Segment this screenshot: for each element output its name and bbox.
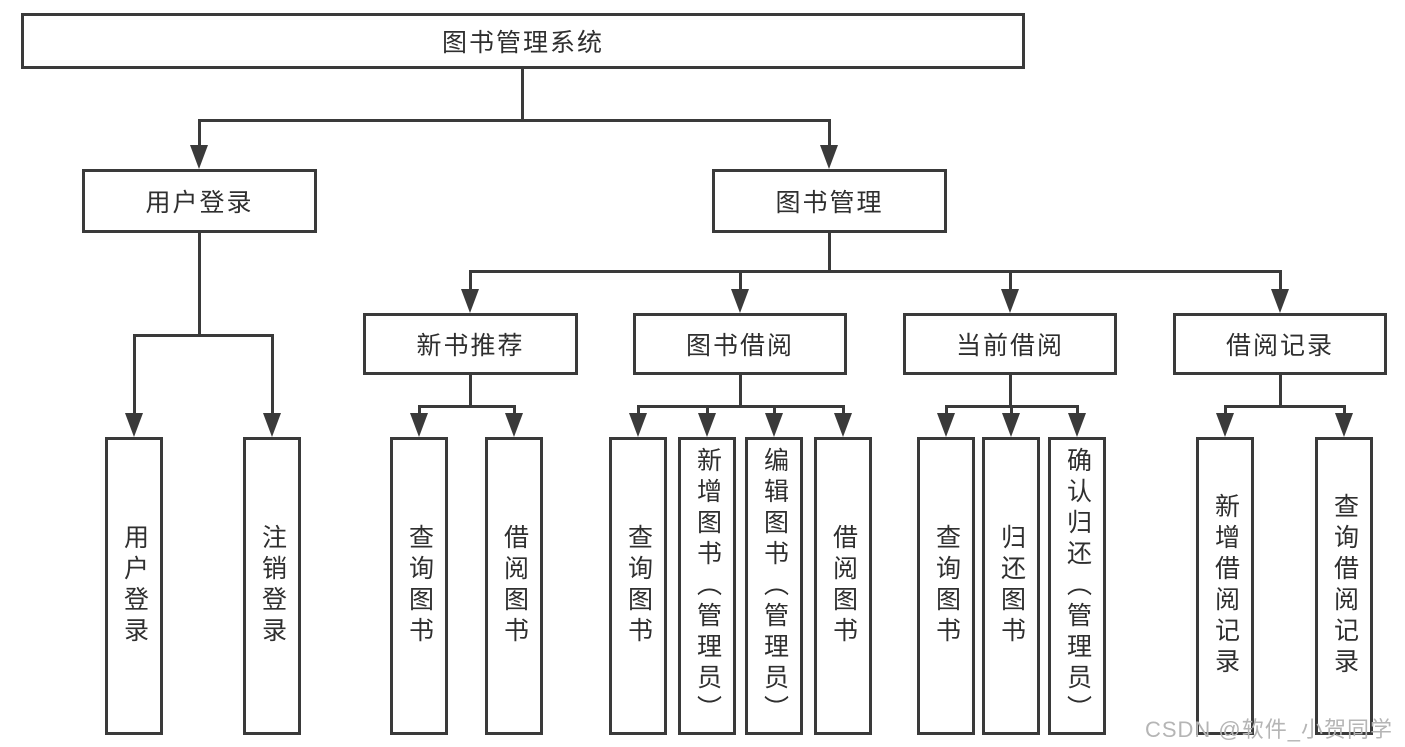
connector-stem [469, 270, 472, 291]
node-leaf-add-borrow-record: 新增借阅记录 [1196, 437, 1254, 735]
node-user-login: 用户登录 [82, 169, 317, 233]
arrowhead-down-icon [937, 413, 955, 437]
csdn-watermark: CSDN @软件_小贺同学 [1144, 717, 1393, 742]
connector-recommend-bar [418, 405, 516, 408]
connector-stem [1009, 270, 1012, 291]
arrowhead-down-icon [1068, 413, 1086, 437]
arrowhead-down-icon [1335, 413, 1353, 437]
connector-user-login-bar [133, 334, 274, 337]
node-leaf-recommend-borrow-books: 借阅图书 [485, 437, 543, 735]
connector-stem [271, 334, 274, 415]
connector-current-stub [1009, 375, 1012, 407]
node-label: 归还图书 [997, 524, 1026, 648]
connector-stem [418, 405, 421, 415]
connector-borrow-bar [637, 405, 845, 408]
arrowhead-down-icon [263, 413, 281, 437]
connector-stem [945, 405, 948, 415]
node-leaf-query-borrow-record: 查询借阅记录 [1315, 437, 1373, 735]
connector-stem [706, 405, 709, 415]
connector-root-bar [198, 119, 831, 122]
connector-stem [1343, 405, 1346, 415]
arrowhead-down-icon [765, 413, 783, 437]
connector-level2-bar [469, 270, 1282, 273]
node-label: 图书管理 [775, 189, 884, 217]
arrowhead-down-icon [461, 289, 479, 313]
arrowhead-down-icon [698, 413, 716, 437]
node-label: 借阅记录 [1225, 332, 1334, 360]
connector-book-mgmt-stub [828, 233, 831, 273]
connector-stem [739, 270, 742, 291]
arrowhead-down-icon [190, 145, 208, 169]
connector-stem [1076, 405, 1079, 415]
arrowhead-down-icon [505, 413, 523, 437]
node-label: 借阅图书 [500, 524, 529, 648]
node-current-borrow: 当前借阅 [903, 313, 1117, 375]
arrowhead-down-icon [731, 289, 749, 313]
node-label: 图书借阅 [685, 332, 794, 360]
connector-stem [773, 405, 776, 415]
node-leaf-return-books: 归还图书 [982, 437, 1040, 735]
connector-records-stub [1279, 375, 1282, 407]
connector-root-stub [521, 69, 524, 121]
node-root-label: 图书管理系统 [441, 29, 604, 57]
connector-stem [1010, 405, 1013, 415]
node-label: 当前借阅 [955, 332, 1064, 360]
connector-borrow-stub [739, 375, 742, 407]
node-leaf-confirm-return-admin: 确认归还（管理员） [1048, 437, 1106, 735]
node-label: 查询图书 [624, 524, 653, 648]
node-leaf-user-login: 用户登录 [105, 437, 163, 735]
node-library-management-system: 图书管理系统 [21, 13, 1025, 69]
node-leaf-borrow-books: 借阅图书 [814, 437, 872, 735]
node-leaf-recommend-query-books: 查询图书 [390, 437, 448, 735]
node-leaf-edit-books-admin: 编辑图书（管理员） [745, 437, 803, 735]
node-label: 借阅图书 [829, 524, 858, 648]
connector-stem [637, 405, 640, 415]
connector-user-login-stub [198, 233, 201, 336]
node-label: 编辑图书（管理员） [760, 446, 789, 726]
node-new-book-recommend: 新书推荐 [363, 313, 578, 375]
node-label: 查询借阅记录 [1330, 493, 1359, 679]
node-label: 查询图书 [932, 524, 961, 648]
node-label: 新增借阅记录 [1211, 493, 1240, 679]
connector-stem [1224, 405, 1227, 415]
node-leaf-borrow-query-books: 查询图书 [609, 437, 667, 735]
connector-stem [842, 405, 845, 415]
node-book-management: 图书管理 [712, 169, 947, 233]
node-leaf-current-query-books: 查询图书 [917, 437, 975, 735]
arrowhead-down-icon [629, 413, 647, 437]
arrowhead-down-icon [1002, 413, 1020, 437]
connector-stem [1279, 270, 1282, 291]
node-leaf-add-books-admin: 新增图书（管理员） [678, 437, 736, 735]
node-borrow-records: 借阅记录 [1173, 313, 1387, 375]
connector-stem [198, 119, 201, 147]
arrowhead-down-icon [834, 413, 852, 437]
arrowhead-down-icon [820, 145, 838, 169]
connector-stem [133, 334, 136, 415]
connector-stem [513, 405, 516, 415]
node-label: 新书推荐 [416, 332, 525, 360]
node-label: 注销登录 [258, 524, 287, 648]
arrowhead-down-icon [1001, 289, 1019, 313]
node-label: 确认归还（管理员） [1063, 446, 1092, 726]
connector-records-bar [1224, 405, 1346, 408]
arrowhead-down-icon [125, 413, 143, 437]
node-label: 用户登录 [120, 524, 149, 648]
arrowhead-down-icon [1271, 289, 1289, 313]
node-label: 用户登录 [145, 189, 254, 217]
node-book-borrow: 图书借阅 [633, 313, 847, 375]
node-label: 新增图书（管理员） [693, 446, 722, 726]
connector-stem [828, 119, 831, 147]
node-leaf-logout: 注销登录 [243, 437, 301, 735]
arrowhead-down-icon [1216, 413, 1234, 437]
arrowhead-down-icon [410, 413, 428, 437]
connector-recommend-stub [469, 375, 472, 407]
node-label: 查询图书 [405, 524, 434, 648]
